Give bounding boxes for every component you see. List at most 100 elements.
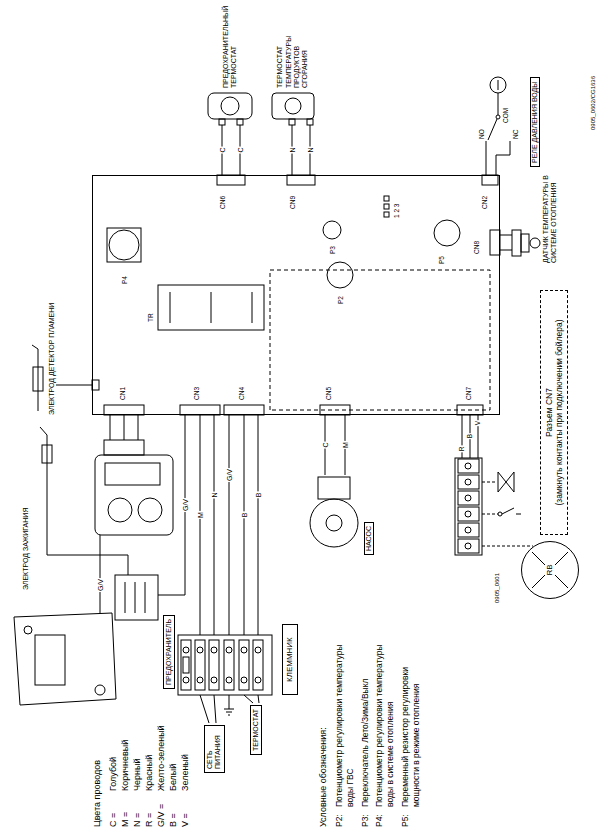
pump-icon-part [310,499,358,547]
terminal-block-right-part [498,512,502,516]
ignition-transformer-icon-part [145,582,146,613]
note-text: Цвета проводов [92,760,103,827]
node-label: ЭЛЕКТРОД ЗАЖИГАНИЯ [22,508,30,590]
board-label: TR [147,313,155,322]
label-holder: G/V [226,468,233,482]
flue-thermostat-icon-part [307,119,313,125]
label-holder: Условные обозначения: [318,727,329,827]
terminal-block-left-part [200,415,201,635]
rb-cross-part [532,552,568,588]
wire-connector [486,167,487,175]
mounting-bracket-part [35,635,65,685]
board-label: CN1 [119,387,127,400]
label-holder: B [467,433,474,439]
node-label: (замкнуть контакты при подключении бойле… [554,319,564,505]
board-components-part [490,230,500,255]
label-holder: B [241,512,248,519]
terminal-block-left-part [211,647,217,653]
board-components-part [217,175,245,185]
wire-color-code: B [467,433,474,439]
board-label: CN6 [219,196,227,209]
label-holder: G/V = [156,804,167,827]
board-label: CN7 [465,387,473,400]
note-text: Красный [144,755,155,791]
board-components-part [287,175,315,185]
terminal-block-left-part [214,415,215,635]
terminal-block-left-part [197,677,203,683]
terminal-block-left [178,415,272,723]
ignition-electrode-icon-part [47,470,128,575]
terminal-block-left-part [244,695,253,703]
mains-label-box: СЕТЬ ПИТАНИЯ [204,725,225,773]
mounting-bracket-part [95,685,105,695]
icon-space [270,91,316,125]
note-text: Переменный резистор регулировки мощности… [400,632,421,807]
board-label: CN8 [473,241,481,254]
icon-space [205,91,255,125]
flame-electrode: ЭЛЕКТРОД ДЕТЕКТОР ПЛАМЕНИ [28,303,56,415]
node-label: КЛЕММНИК [285,637,295,682]
board-label-holder: TR [147,313,155,322]
board-components-part [104,405,144,415]
board-components-part [384,204,389,209]
terminal-block-left-part [258,695,259,703]
terminal-block-left-part [209,640,219,690]
label-holder: Зеленый [180,754,191,791]
gas-valve-icon-part [110,415,111,440]
label-holder: B = [168,813,179,827]
note-text: Белый [168,764,179,791]
gas-valve-icon [95,415,173,535]
label-holder: Белый [168,764,179,791]
pump-icon-part [326,515,342,531]
gas-valve-icon-part [138,415,139,440]
note-text: Голубой [108,757,119,791]
board-label: P5 [438,256,446,264]
note-text: P3: [360,814,370,827]
board-label-holder: P5 [438,256,446,264]
node-label: ПРЕДОХРАНИТЕЛЬНЫЙ ТЕРМОСТАТ [222,6,239,88]
board-components-part [434,220,460,246]
wire-color-code: C [237,146,244,153]
pressure-switch-icon-part [498,93,499,115]
ignition-electrode-icon-part [47,435,48,470]
wire-color-code: N [307,146,314,153]
thermostat-unit: ТЕРМОСТАТ ТЕМПЕРАТУРЫ ПРОДУКТОВ СГОРАНИЯ [270,6,316,125]
ignition-transformer-icon-part [135,582,136,613]
ignition-electrode-icon [40,427,128,575]
wire-color-code: N [211,491,218,498]
terminal-label-box: КЛЕММНИК [282,624,298,695]
note-text: Переключатель Лето/Зима/Выкл [360,679,370,808]
pressure-switch-icon-part [496,141,510,167]
gas-valve-icon-part [95,455,173,535]
label-holder: Потенциометр регулировки температуры вод… [334,632,355,807]
board-label: P3 [329,246,337,254]
terminal-block-right-part [458,459,479,473]
wire-connector [496,167,497,175]
terminal-block-right-part [465,511,471,517]
wire-color-code: G/V [182,498,189,512]
terminal-block-left-part [195,640,205,690]
pump-icon-part [318,477,350,499]
terminal-block-left-part [229,415,230,635]
ignition-transformer-icon [115,415,185,620]
wire-color-code: V [475,420,482,426]
terminal-block-right-part [458,523,479,537]
ignition-transformer-icon-part [115,575,158,620]
label-holder: Желто-зеленый [156,725,167,791]
board-label: CN2 [481,196,489,209]
node-label: НАСОС [364,522,374,555]
sensor-icon-part [521,234,529,252]
wire-color-code: B [255,492,262,499]
pressure-switch-icon-part [496,115,500,119]
sensor-icon [512,230,540,256]
terminal-block-left-part [258,415,259,635]
ignition-electrode-icon-part [40,427,47,435]
flue-thermostat-icon [272,93,314,125]
board-label-holder: CN2 [481,196,489,209]
flue-thermostat-icon-part [272,93,314,119]
board-components-part [482,175,498,185]
label-holder: C [237,146,244,153]
board-components-part [92,380,99,390]
